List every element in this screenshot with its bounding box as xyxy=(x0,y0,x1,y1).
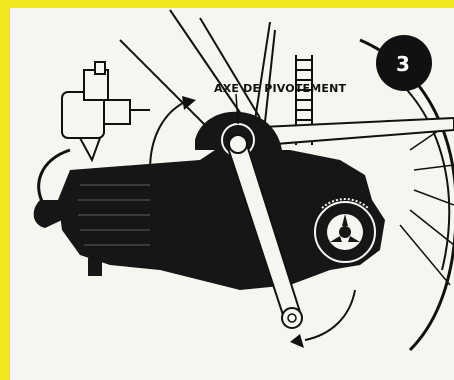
pivot-arrow-top xyxy=(150,96,196,170)
carburetor xyxy=(62,62,150,160)
pivot-axis-label: AXE DE PIVOTEMENT xyxy=(214,82,347,95)
engine-pivot-diagram: AXE DE PIVOTEMENT 3 xyxy=(10,8,454,380)
illustration-panel: AXE DE PIVOTEMENT 3 xyxy=(10,8,454,380)
step-number: 3 xyxy=(396,52,410,76)
step-number-badge: 3 xyxy=(376,35,432,91)
